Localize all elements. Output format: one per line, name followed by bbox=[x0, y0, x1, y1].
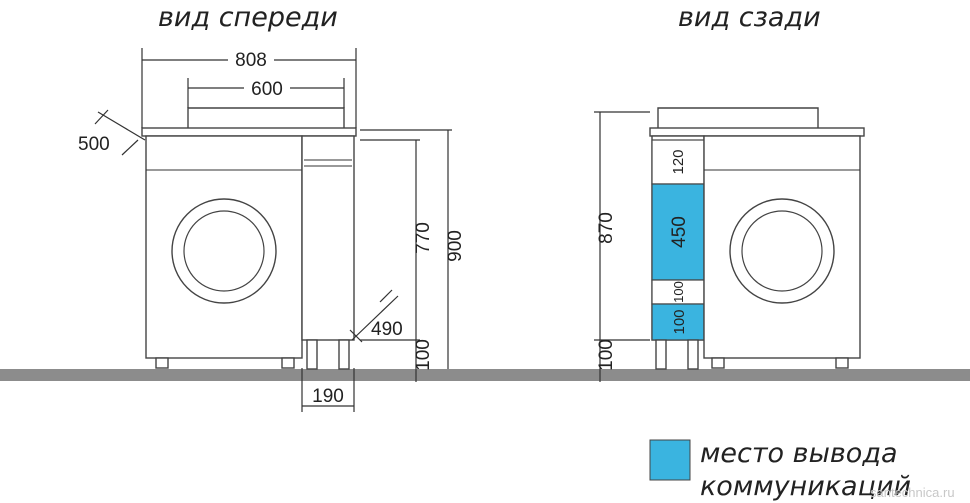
front-drum-inner bbox=[183, 210, 265, 292]
back-view-title: вид сзади bbox=[678, 2, 821, 33]
legend-line1: место вывода bbox=[700, 438, 898, 469]
back-segment-100b-label: 100 bbox=[671, 309, 688, 334]
front-countertop bbox=[141, 127, 357, 137]
floor bbox=[0, 369, 970, 381]
dim-870-label: 870 bbox=[596, 212, 617, 244]
front-cabinet bbox=[301, 135, 355, 341]
legend-swatch bbox=[649, 439, 691, 481]
back-segment-120-label: 120 bbox=[670, 149, 687, 174]
front-cabinet-leg-left bbox=[306, 339, 318, 370]
dim-100-back-label: 100 bbox=[596, 339, 617, 371]
back-cabinet-leg-right bbox=[687, 339, 699, 370]
back-segment-450-label: 450 bbox=[669, 216, 690, 248]
watermark: santechnica.ru bbox=[870, 485, 955, 500]
dim-100-front-label: 100 bbox=[413, 339, 434, 371]
back-machine-foot-right bbox=[835, 357, 849, 369]
legend: место вывода коммуникаций bbox=[649, 438, 911, 502]
legend-line2: коммуникаций bbox=[700, 471, 911, 502]
dim-500-label: 500 bbox=[78, 134, 110, 155]
dim-600-bg bbox=[244, 77, 290, 99]
dim-490-tick1 bbox=[379, 289, 393, 303]
dim-500-tick1 bbox=[94, 109, 109, 125]
back-drum-inner bbox=[741, 210, 823, 292]
dim-490-label: 490 bbox=[371, 319, 403, 340]
dim-808-label: 808 bbox=[235, 50, 267, 71]
back-machine-foot-left bbox=[711, 357, 725, 369]
back-countertop bbox=[649, 127, 865, 137]
front-cabinet-leg-right bbox=[338, 339, 350, 370]
back-segment-100a-label: 100 bbox=[671, 281, 686, 303]
dim-600-label: 600 bbox=[251, 79, 283, 100]
front-machine-foot-right bbox=[281, 357, 295, 369]
front-view: 808 600 500 770 900 490 100 1 bbox=[78, 48, 466, 412]
front-machine-foot-left bbox=[155, 357, 169, 369]
dim-190-label: 190 bbox=[312, 386, 344, 407]
back-cabinet-leg-left bbox=[655, 339, 667, 370]
front-sink-top bbox=[187, 107, 345, 128]
dim-500-tick2 bbox=[121, 139, 139, 156]
back-segment-120 bbox=[651, 139, 705, 185]
back-view: 120 450 100 100 870 100 bbox=[594, 107, 865, 382]
dim-808-bg bbox=[228, 48, 274, 70]
back-sink-top bbox=[657, 107, 819, 128]
back-segment-100a bbox=[651, 279, 705, 305]
dim-490-line bbox=[351, 295, 399, 341]
front-view-title: вид спереди bbox=[158, 2, 338, 33]
dim-500-line bbox=[97, 111, 146, 141]
dim-900-label: 900 bbox=[445, 230, 466, 262]
dim-770-label: 770 bbox=[413, 222, 434, 254]
